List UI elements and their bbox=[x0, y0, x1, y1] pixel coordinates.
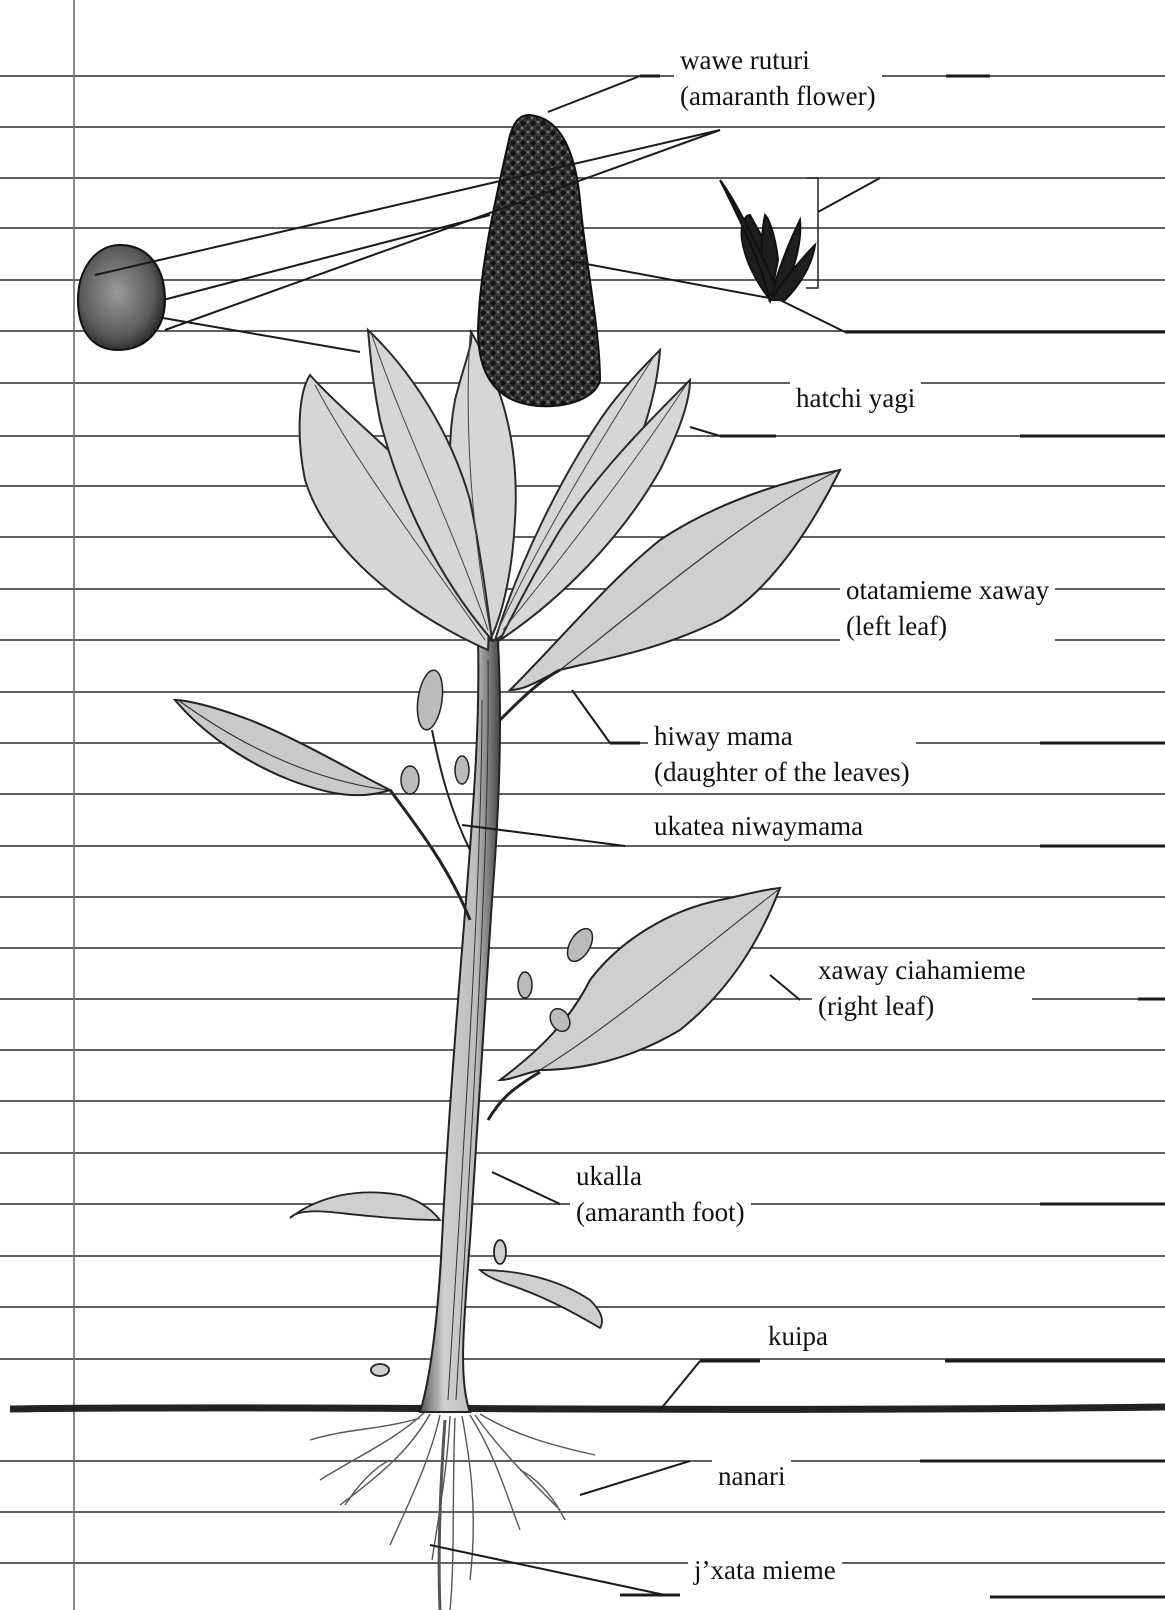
label-ukatea-niwaymama-name: ukatea niwaymama bbox=[654, 808, 863, 844]
label-jxata-mieme-name: j’xata mieme bbox=[694, 1552, 836, 1588]
label-xaway-ciahamieme: xaway ciahamieme (right leaf) bbox=[812, 952, 1032, 1024]
label-ukalla-gloss: (amaranth foot) bbox=[576, 1194, 745, 1230]
label-hatchi-yagi-name: hatchi yagi bbox=[796, 380, 915, 416]
label-ukatea-niwaymama: ukatea niwaymama bbox=[648, 808, 869, 844]
label-otatamieme-xaway: otatamieme xaway (left leaf) bbox=[840, 572, 1055, 644]
label-nanari: nanari bbox=[712, 1458, 791, 1494]
label-ukalla: ukalla (amaranth foot) bbox=[570, 1158, 751, 1230]
label-jxata-mieme: j’xata mieme bbox=[688, 1552, 842, 1588]
label-hiway-mama-gloss: (daughter of the leaves) bbox=[654, 754, 910, 790]
label-kuipa-name: kuipa bbox=[768, 1318, 828, 1354]
label-xaway-ciahamieme-name: xaway ciahamieme bbox=[818, 952, 1026, 988]
leader-lines bbox=[95, 76, 1165, 1597]
label-otatamieme-xaway-gloss: (left leaf) bbox=[846, 608, 1049, 644]
flower-detail-icon bbox=[720, 180, 815, 300]
label-kuipa: kuipa bbox=[762, 1318, 834, 1354]
left-lower-leaf bbox=[175, 700, 470, 920]
label-wawe-ruturi-gloss: (amaranth flower) bbox=[680, 78, 876, 114]
label-xaway-ciahamieme-gloss: (right leaf) bbox=[818, 988, 1026, 1024]
ground-line bbox=[10, 1407, 1165, 1409]
label-otatamieme-xaway-name: otatamieme xaway bbox=[846, 572, 1049, 608]
small-buds-left bbox=[401, 669, 469, 794]
label-nanari-name: nanari bbox=[718, 1458, 785, 1494]
label-hiway-mama: hiway mama (daughter of the leaves) bbox=[648, 718, 916, 790]
right-leaf bbox=[500, 888, 780, 1080]
label-wawe-ruturi: wawe ruturi (amaranth flower) bbox=[674, 42, 882, 114]
seed-icon bbox=[78, 245, 165, 350]
label-wawe-ruturi-name: wawe ruturi bbox=[680, 42, 876, 78]
label-ukalla-name: ukalla bbox=[576, 1158, 745, 1194]
label-hiway-mama-name: hiway mama bbox=[654, 718, 910, 754]
label-hatchi-yagi: hatchi yagi bbox=[790, 380, 921, 416]
amaranth-inflorescence bbox=[478, 115, 600, 406]
roots bbox=[310, 1412, 595, 1610]
